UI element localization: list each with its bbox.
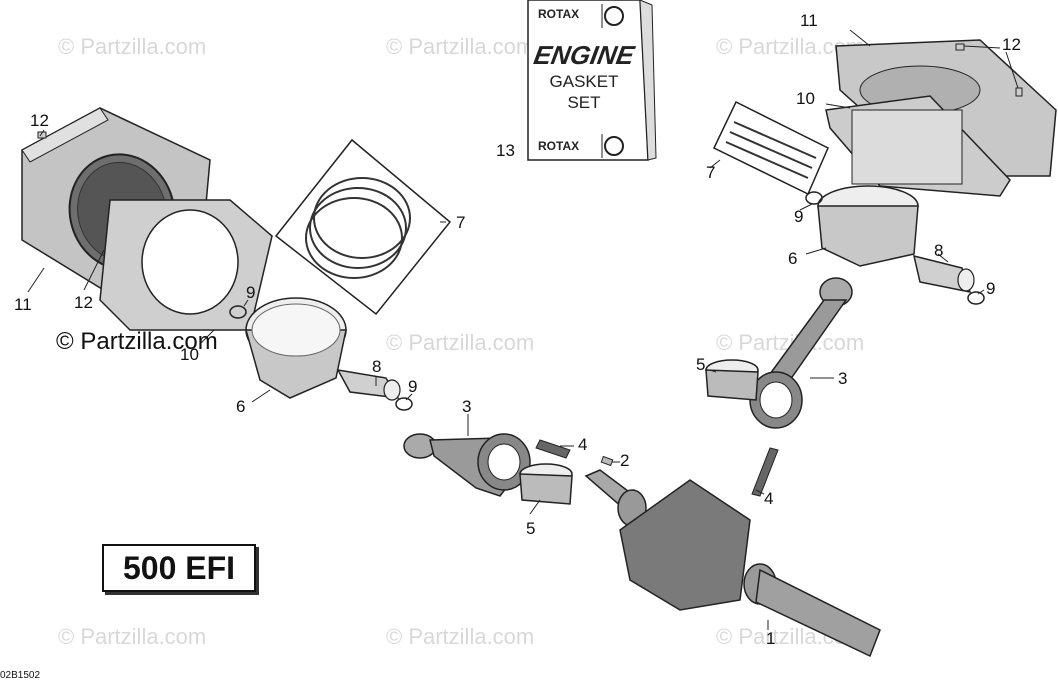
- rotax-logo-icon: [604, 136, 624, 156]
- gasket-kit-brand-bottom: ROTAX: [538, 139, 580, 153]
- callout-9[interactable]: 9: [986, 279, 996, 298]
- crankshaft[interactable]: [584, 469, 881, 658]
- callout-4[interactable]: 4: [764, 489, 774, 508]
- left-piston-ring-kit[interactable]: [274, 138, 452, 316]
- diagram-code: 02B1502: [0, 670, 41, 681]
- woodruff-key[interactable]: [600, 455, 614, 467]
- callout-8[interactable]: 8: [372, 357, 382, 376]
- left-connecting-rod[interactable]: [403, 433, 531, 497]
- leader-lines: [27, 29, 1019, 630]
- right-wrist-pin[interactable]: [912, 254, 975, 293]
- callout-4[interactable]: 4: [578, 435, 588, 454]
- callout-8[interactable]: 8: [934, 241, 944, 260]
- callout-9[interactable]: 9: [794, 207, 804, 226]
- left-wrist-pin[interactable]: [336, 369, 401, 401]
- left-upper-clip[interactable]: [229, 305, 247, 319]
- gasket-kit-line2: GASKET: [549, 72, 619, 91]
- left-rod-bolt[interactable]: [535, 439, 571, 459]
- callout-9[interactable]: 9: [246, 283, 256, 302]
- callout-11[interactable]: 11: [14, 295, 32, 314]
- right-piston-ring-kit[interactable]: [713, 100, 829, 196]
- callout-3[interactable]: 3: [838, 369, 848, 388]
- callout-6[interactable]: 6: [236, 397, 246, 416]
- right-upper-clip[interactable]: [805, 191, 823, 205]
- callout-5[interactable]: 5: [696, 355, 706, 374]
- gasket-kit-brand-top: ROTAX: [538, 7, 580, 21]
- gasket-kit-line3: SET: [567, 93, 601, 112]
- rotax-logo-icon: [604, 6, 624, 26]
- callout-12[interactable]: 12: [1002, 35, 1021, 54]
- watermark: © Partzilla.com: [58, 34, 207, 59]
- callout-12[interactable]: 12: [74, 293, 93, 312]
- right-lower-clip[interactable]: [967, 291, 985, 305]
- callout-10[interactable]: 10: [796, 89, 815, 108]
- right-bearing-shell[interactable]: [705, 359, 759, 401]
- callout-13[interactable]: 13: [496, 141, 515, 160]
- left-dowel-pin[interactable]: [37, 131, 47, 139]
- right-rod-bolt[interactable]: [751, 447, 779, 497]
- callout-3[interactable]: 3: [462, 397, 472, 416]
- left-lower-clip[interactable]: [395, 397, 413, 411]
- right-connecting-rod[interactable]: [749, 277, 853, 429]
- watermark: © Partzilla.com: [386, 34, 535, 59]
- gasket-kit-line1: ENGINE: [531, 40, 637, 70]
- callout-1[interactable]: 1: [766, 629, 776, 648]
- callout-7[interactable]: 7: [706, 163, 716, 182]
- callout-10[interactable]: 10: [180, 345, 199, 364]
- right-head-gasket[interactable]: [825, 95, 1011, 197]
- left-bearing-shell[interactable]: [519, 463, 573, 505]
- right-piston[interactable]: [817, 185, 919, 267]
- left-head-gasket[interactable]: [99, 199, 273, 331]
- callout-9[interactable]: 9: [408, 377, 418, 396]
- right-dowel-pin[interactable]: [1015, 87, 1023, 97]
- callout-2[interactable]: 2: [620, 451, 630, 470]
- callout-5[interactable]: 5: [526, 519, 536, 538]
- callout-6[interactable]: 6: [788, 249, 798, 268]
- watermark: © Partzilla.com: [386, 624, 535, 649]
- gasket-set-card[interactable]: [527, 0, 657, 161]
- watermark: © Partzilla.com: [386, 330, 535, 355]
- callout-7[interactable]: 7: [456, 213, 466, 232]
- watermark: © Partzilla.com: [58, 624, 207, 649]
- copyright-label: © Partzilla.com: [56, 328, 218, 355]
- model-label: 500 EFI: [102, 544, 256, 592]
- callout-11[interactable]: 11: [800, 11, 818, 30]
- right-dowel-pin[interactable]: [955, 43, 965, 51]
- callout-12[interactable]: 12: [30, 111, 49, 130]
- left-piston[interactable]: [245, 297, 347, 399]
